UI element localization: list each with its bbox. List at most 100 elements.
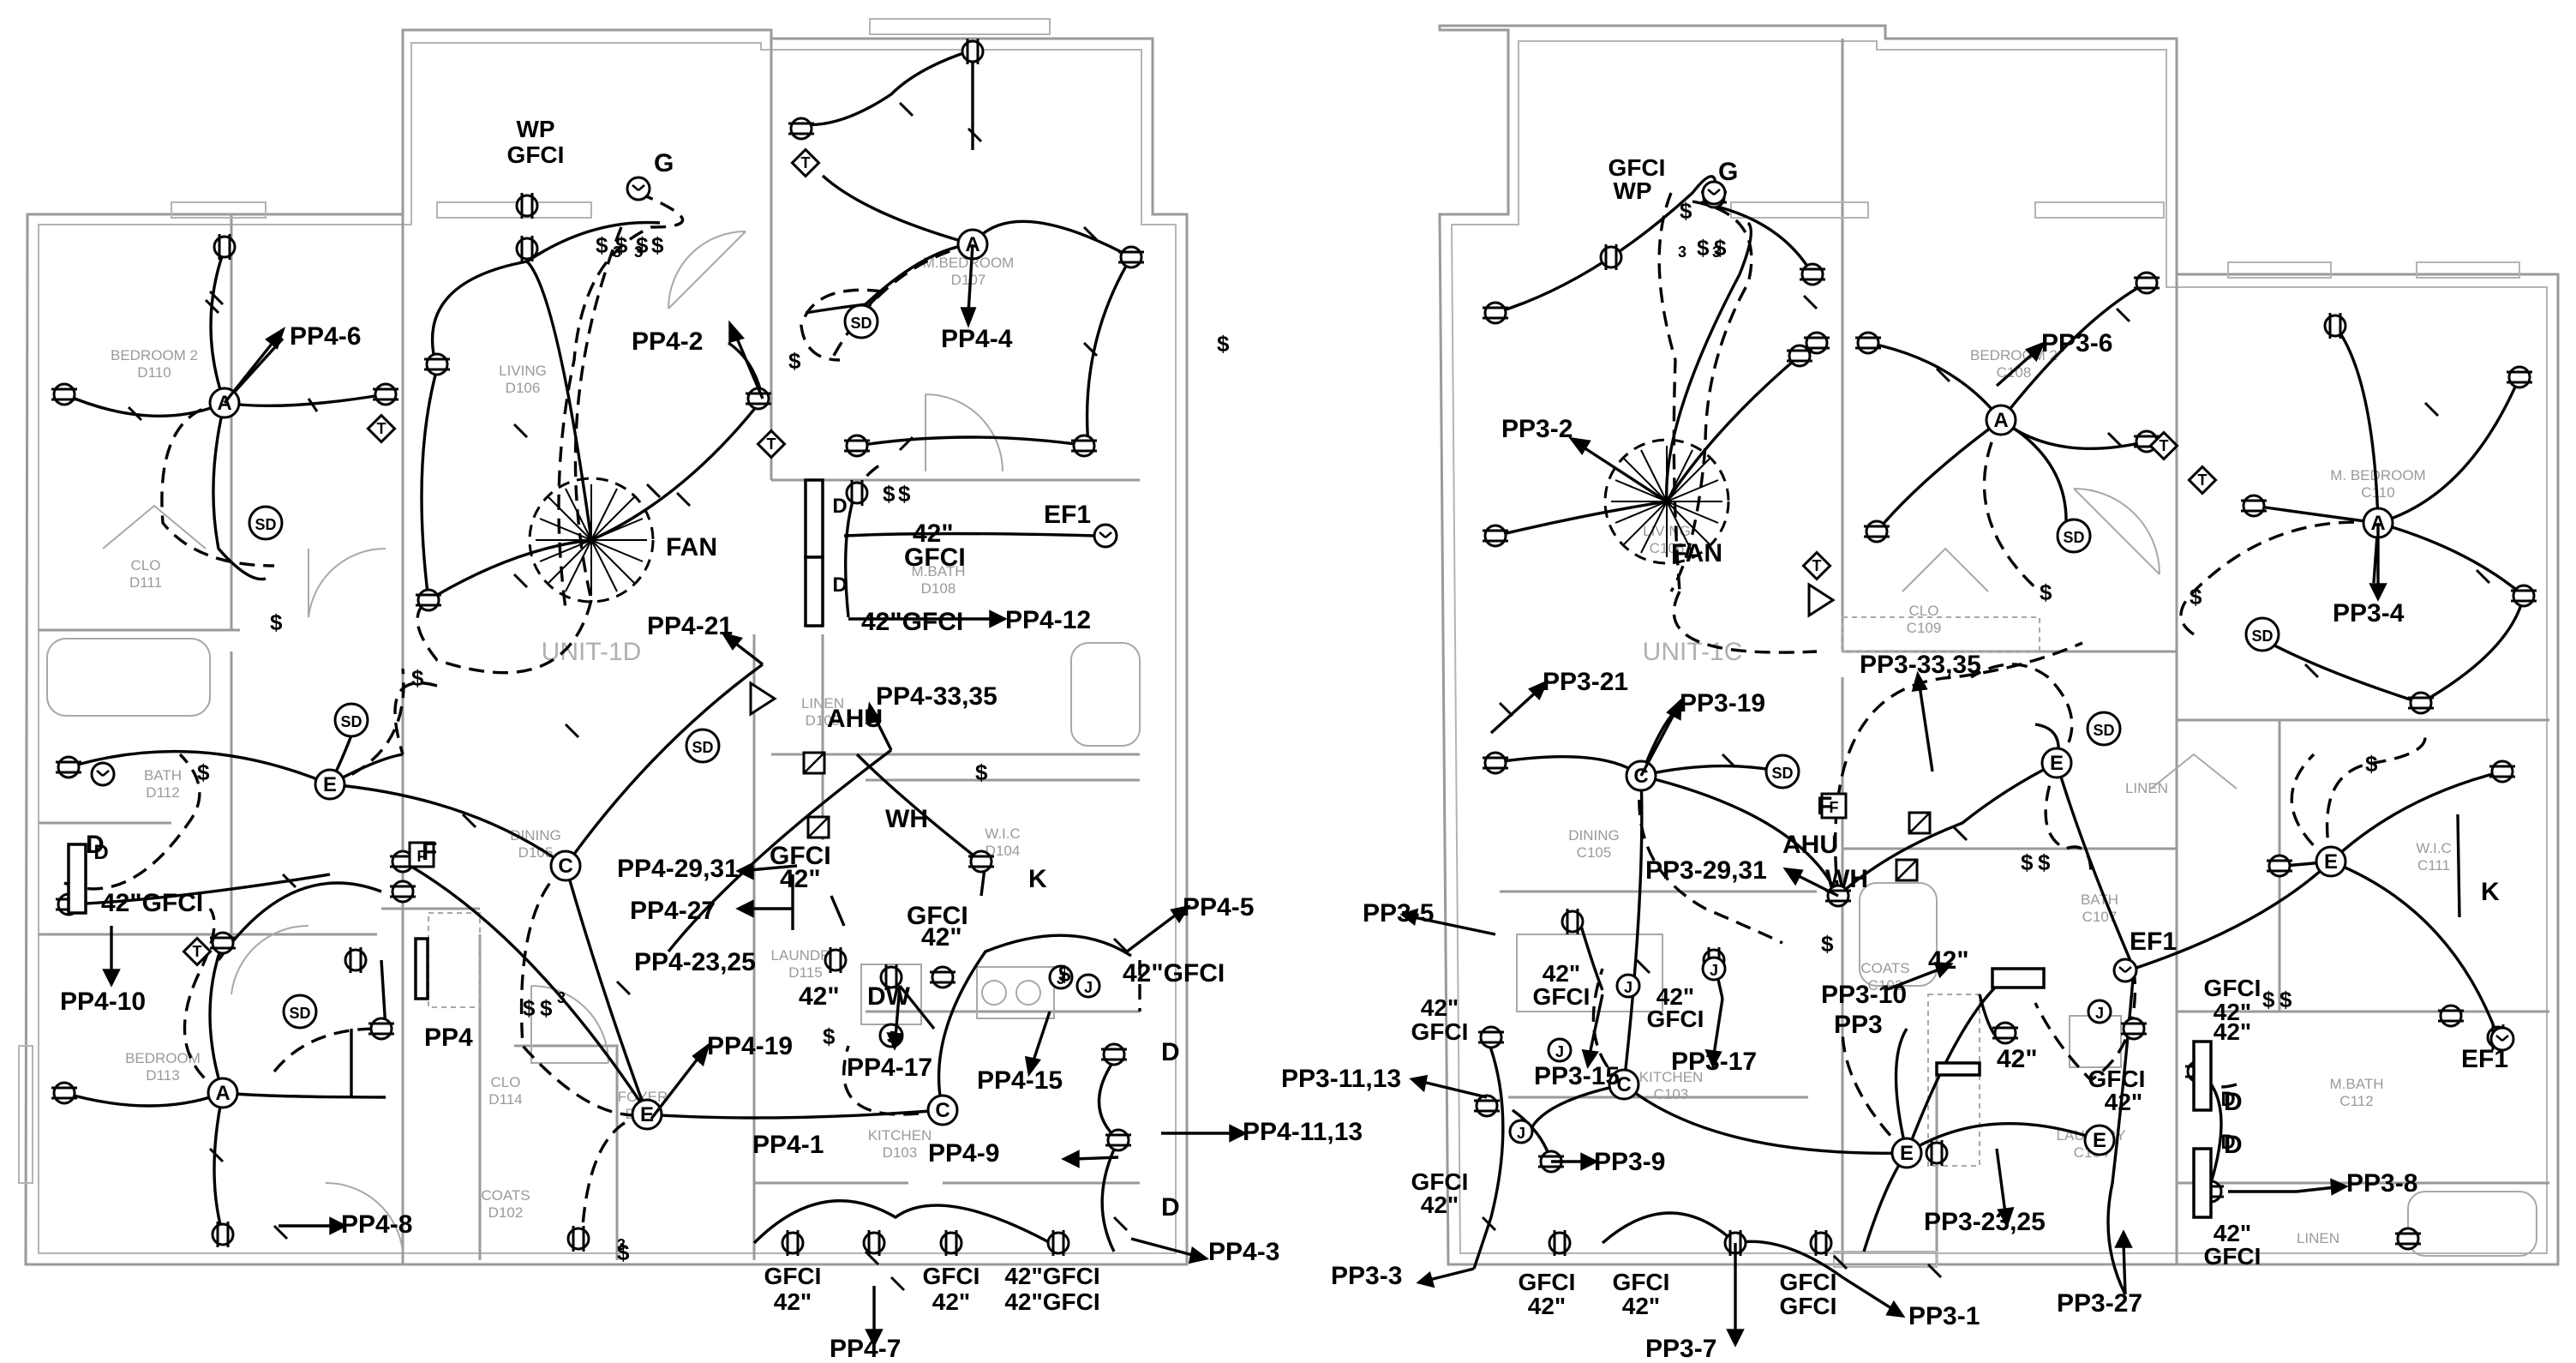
note-label: G	[1718, 158, 1738, 186]
three-way-marker: 3	[1712, 243, 1721, 261]
disconnect-switch-icon	[804, 555, 824, 627]
note-label: 42"GFCI	[861, 608, 963, 636]
duplex-receptacle-icon	[1101, 1042, 1127, 1066]
room-name: COATS	[1860, 960, 1909, 976]
switch-symbol: $	[2190, 584, 2202, 609]
switch-symbol: $	[2365, 751, 2378, 777]
switch-symbol: $	[2279, 987, 2292, 1012]
duplex-receptacle-icon	[1855, 331, 1881, 355]
note-label: D	[1161, 1038, 1180, 1066]
disconnect-label: D	[2220, 1088, 2235, 1111]
circuit-label: PP4-17	[847, 1054, 932, 1082]
room-name: KITCHEN	[1639, 1069, 1704, 1085]
note-label: WP	[516, 116, 554, 142]
air-handler-icon	[1895, 858, 1919, 882]
circuit-label: PP4-29,31	[617, 855, 739, 883]
svg-text:E: E	[1900, 1142, 1914, 1165]
svg-text:F: F	[417, 848, 427, 865]
note-label: 42"	[913, 519, 954, 548]
duplex-receptacle-icon	[51, 382, 77, 406]
three-way-marker: 3	[557, 989, 566, 1006]
switch-symbol: $	[823, 1024, 836, 1049]
svg-text:T: T	[801, 154, 811, 171]
duplex-receptacle-icon	[1483, 751, 1508, 775]
thermostat-icon: T	[2148, 430, 2179, 461]
smoke-detector-icon: SD	[333, 702, 369, 738]
room-name: CLO	[131, 557, 161, 573]
svg-text:SD: SD	[1771, 765, 1793, 782]
note-label: GFCI	[2204, 1243, 2261, 1270]
note-label: 42"	[2214, 1018, 2251, 1045]
air-handler-icon	[1908, 811, 1932, 835]
lighting-outlet-e-icon: E	[1890, 1137, 1923, 1169]
disconnect-switch-icon	[2192, 1040, 2213, 1112]
note-label: 42"GFCI	[1004, 1288, 1099, 1315]
svg-text:J: J	[1624, 979, 1632, 996]
room-tag: D113	[146, 1067, 179, 1084]
circuit-label: PP4-33,35	[876, 682, 997, 711]
lighting-outlet-e-icon: E	[2040, 747, 2073, 779]
duplex-receptacle-icon	[845, 480, 869, 506]
svg-text:T: T	[193, 943, 202, 960]
duplex-receptacle-icon	[939, 1230, 963, 1256]
duplex-receptacle-icon	[1992, 1021, 2018, 1045]
svg-text:C: C	[935, 1099, 950, 1122]
circuit-label: PP4-7	[830, 1335, 901, 1363]
duplex-receptacle-icon	[344, 947, 368, 973]
switch-symbol: $	[1697, 235, 1710, 261]
circuit-label: PP3-3	[1331, 1262, 1402, 1290]
duplex-receptacle-icon	[373, 382, 398, 406]
unit-label: UNIT-1D	[542, 638, 642, 666]
room-name: LIVING	[499, 363, 547, 379]
circuit-label: PP4-8	[341, 1210, 412, 1239]
room-name: CLO	[1909, 603, 1939, 619]
unit-label: UNIT-1C	[1643, 638, 1743, 666]
svg-text:J: J	[1555, 1043, 1564, 1060]
note-label: G	[654, 149, 674, 177]
switch-symbol: $	[270, 609, 283, 635]
note-label: D	[2224, 1088, 2243, 1116]
circuit-label: PP4-21	[647, 612, 733, 640]
duplex-receptacle-icon	[930, 965, 956, 989]
note-label: EF1	[1044, 501, 1091, 529]
switch-symbol: $	[1821, 931, 1834, 957]
svg-text:T: T	[2160, 437, 2169, 454]
room-tag: C105	[1577, 844, 1612, 861]
note-label: GFCI	[1780, 1269, 1837, 1295]
room-tag: D103	[883, 1144, 918, 1161]
room-tag: D110	[137, 364, 171, 381]
junction-box-icon: J	[1508, 1119, 1534, 1144]
svg-text:SD: SD	[692, 739, 713, 756]
duplex-receptacle-icon	[2395, 1227, 2421, 1251]
room-name: LINEN	[801, 695, 844, 712]
switch-symbol: $	[898, 481, 911, 507]
circuit-label: PP4-1	[752, 1131, 824, 1159]
note-label: DW	[867, 982, 911, 1011]
room-name: CLO	[491, 1074, 521, 1090]
switch-symbol: $	[1217, 331, 1230, 357]
circuit-label: PP3-10	[1821, 981, 1907, 1009]
exhaust-fan-icon	[626, 176, 651, 201]
thermostat-icon: T	[182, 936, 213, 967]
circuit-label: PP4-23,25	[634, 948, 756, 976]
note-label: K	[2481, 878, 2500, 906]
room-name: LINEN	[2297, 1230, 2339, 1246]
note-label: D	[86, 831, 105, 859]
switch-symbol: $	[975, 760, 988, 785]
switch-symbol: $	[523, 995, 536, 1021]
junction-box-icon: J	[2087, 999, 2112, 1024]
room-name: M.BATH	[912, 563, 966, 579]
circuit-label: PP3-27	[2057, 1289, 2142, 1318]
room-name: BEDROOM	[125, 1050, 201, 1066]
note-label: GFCI	[2204, 975, 2261, 1001]
circuit-label: PP3-5	[1363, 899, 1434, 928]
switch-symbol: $	[617, 1240, 630, 1265]
smoke-detector-icon: SD	[1764, 754, 1800, 790]
annotations: WP GFCI G FAN EF1 42" GFCI 42"GFCI AHU W…	[86, 116, 2508, 1319]
disconnect-switch-icon	[1991, 967, 2046, 989]
thermostat-icon: T	[2187, 465, 2218, 495]
duplex-receptacle-icon	[824, 947, 848, 973]
room-tag: C111	[2417, 857, 2450, 874]
disconnect-switch-icon	[1935, 1061, 1981, 1077]
